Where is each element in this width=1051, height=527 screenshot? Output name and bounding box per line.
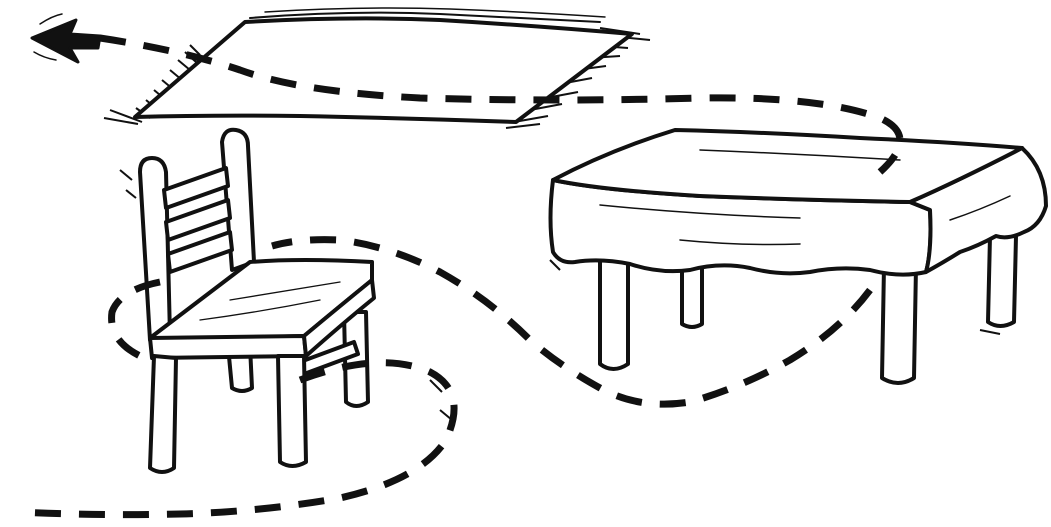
chair-slat-top <box>162 166 230 210</box>
dashed-path <box>19 34 904 519</box>
table <box>548 128 1048 385</box>
ground-hatching <box>119 169 1001 421</box>
chair-front-left-leg <box>148 354 178 474</box>
arrow-head-icon <box>30 13 102 64</box>
chair-back-right-leg <box>342 310 370 408</box>
chair-slat-bottom <box>166 230 234 274</box>
chair-seat-side <box>302 278 376 358</box>
chair-left-post <box>138 156 172 342</box>
chair-front-right-leg <box>276 354 308 468</box>
chair <box>138 127 376 474</box>
table-front-legs <box>598 250 918 385</box>
rug <box>103 7 651 129</box>
table-back-legs <box>680 234 1018 329</box>
chair-slat-middle <box>164 198 232 242</box>
